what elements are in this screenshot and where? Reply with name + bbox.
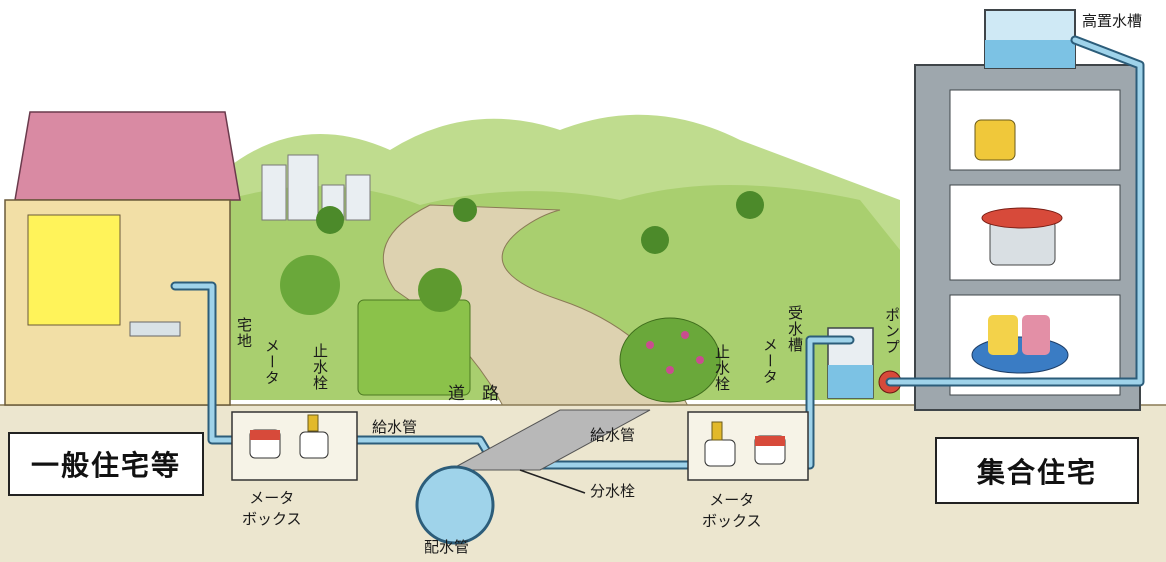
hedge [357, 299, 471, 396]
label-haisuikan: 配水管 [424, 538, 470, 556]
label-meter-left: メータ [263, 338, 281, 386]
bush [418, 268, 462, 312]
label-bunsuisen: 分水栓 [590, 482, 636, 500]
label-ippan-jutaku: 一般住宅等 [8, 432, 204, 496]
label-shisuisen-left: 止水栓 [311, 343, 329, 391]
sink [129, 321, 181, 337]
label-meter-box-left: メータ ボックス [242, 489, 302, 528]
mug [974, 119, 1016, 161]
label-kyusuikan-left: 給水管 [372, 418, 418, 436]
leader-line [519, 469, 586, 494]
water-main-body [449, 409, 651, 471]
meter-box-left [231, 411, 358, 481]
flower-bush [619, 317, 721, 403]
apartment-building [914, 9, 1141, 411]
label-takuchi: 宅地 [235, 317, 253, 349]
bush [280, 255, 340, 315]
water-main-pipe [415, 465, 495, 545]
bowl [971, 336, 1069, 374]
label-shugo-jutaku: 集合住宅 [935, 437, 1139, 504]
pot-lid [981, 207, 1063, 229]
label-meter-box-right: メータ ボックス [702, 491, 762, 530]
label-meter-right: メータ [761, 337, 779, 385]
house [4, 111, 241, 406]
label-doro: 道 路 [448, 384, 499, 404]
label-kochi-suiso: 高置水槽 [1082, 12, 1143, 30]
label-kyusuikan-right: 給水管 [590, 426, 636, 444]
label-shisuisen-right: 止水栓 [713, 344, 731, 392]
meter-box-right [687, 411, 809, 481]
label-pump: ポンプ [883, 307, 901, 355]
house-roof [14, 111, 241, 201]
house-window [27, 214, 121, 326]
label-jusuiso: 受水槽 [786, 305, 804, 353]
